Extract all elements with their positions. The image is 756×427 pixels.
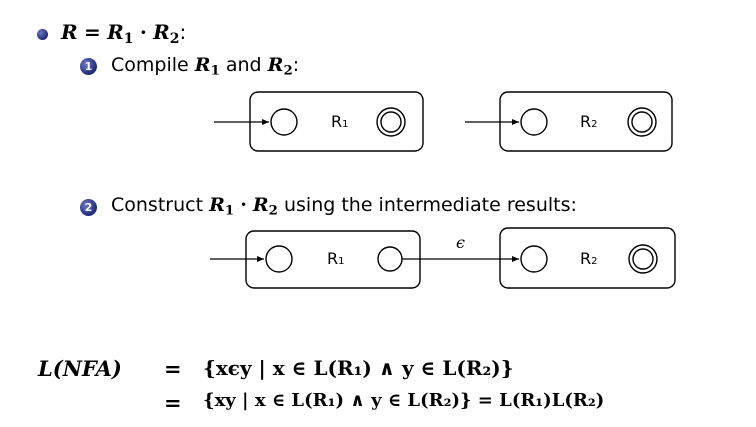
diagram1-r2-label: R2	[580, 112, 598, 131]
diagram1-r1-start-state	[270, 108, 298, 136]
diagram2-r2-accept-state-outer	[628, 244, 658, 274]
diagram1-nfa-r2: R2	[465, 91, 673, 152]
step-2-number-icon: 2	[80, 199, 97, 216]
diagram1-r1-label: R1	[331, 112, 349, 131]
diagram2-nfa-r2: R2	[499, 227, 676, 289]
diagram2-r1-start-state	[265, 245, 293, 273]
heading-formula: R = R1 · R2:	[61, 20, 187, 47]
diagram1-r2-start-state	[520, 108, 548, 136]
diagram2-r2-start-state	[520, 245, 548, 273]
diagram1-r1-accept-state-outer	[376, 107, 406, 137]
equation-eq-1: =	[164, 356, 182, 381]
equation-eq-2: =	[164, 390, 182, 415]
bullet-icon	[37, 29, 48, 40]
step-1-number-icon: 1	[80, 58, 97, 75]
equation-rhs-1: {xϵy | x ∈ L(R₁) ∧ y ∈ L(R₂)}	[203, 356, 514, 380]
equation-lhs: L(NFA)	[38, 356, 122, 381]
step-2-text: Construct R1 · R2 using the intermediate…	[111, 194, 577, 219]
diagram2-r2-accept-state-inner	[632, 248, 654, 270]
diagram2-nfa-r1: R1	[210, 230, 421, 289]
diagram1-r2-accept-state-outer	[627, 107, 657, 137]
step-1-text: Compile R1 and R2:	[111, 54, 300, 79]
epsilon-label: ϵ	[456, 233, 465, 252]
diagram2-r1-label: R1	[327, 249, 345, 268]
diagram1-r2-accept-state-inner	[631, 111, 653, 133]
diagram2-r2-label: R2	[580, 249, 598, 268]
diagram1-nfa-r1: R1	[214, 91, 424, 152]
diagram2-nfa-r2-box	[499, 227, 676, 289]
diagram1-r1-accept-state-inner	[380, 111, 402, 133]
diagram2-r1-end-state	[377, 246, 403, 272]
equation-rhs-2: {xy | x ∈ L(R₁) ∧ y ∈ L(R₂)} = L(R₁)L(R₂…	[203, 390, 605, 411]
